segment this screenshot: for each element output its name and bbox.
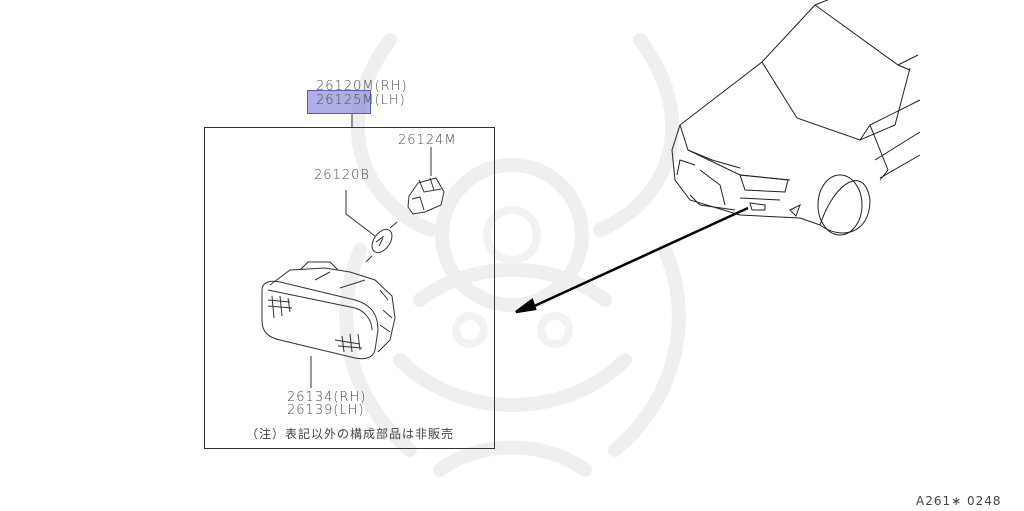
- part-number: 26125M: [316, 93, 375, 108]
- callout-bulb[interactable]: 26120B: [314, 168, 370, 183]
- callout-lamp-lh[interactable]: 26139(LH): [287, 403, 365, 418]
- diagram-code: A261∗ 0248: [916, 494, 1002, 508]
- part-number-rh[interactable]: 26120M(RH): [316, 80, 408, 93]
- sales-note: （注）表記以外の構成部品は非販売: [246, 427, 455, 441]
- callout-lamp-rh[interactable]: 26134(RH): [287, 390, 367, 405]
- part-number: 26120M: [316, 79, 375, 94]
- part-number-lh[interactable]: 26125M(LH): [316, 94, 406, 107]
- parts-group-box: [204, 127, 495, 449]
- part-side: (RH): [374, 79, 408, 94]
- callout-socket[interactable]: 26124M: [398, 133, 457, 148]
- part-side: (LH): [374, 93, 406, 108]
- highlighted-part-marker[interactable]: [307, 90, 371, 114]
